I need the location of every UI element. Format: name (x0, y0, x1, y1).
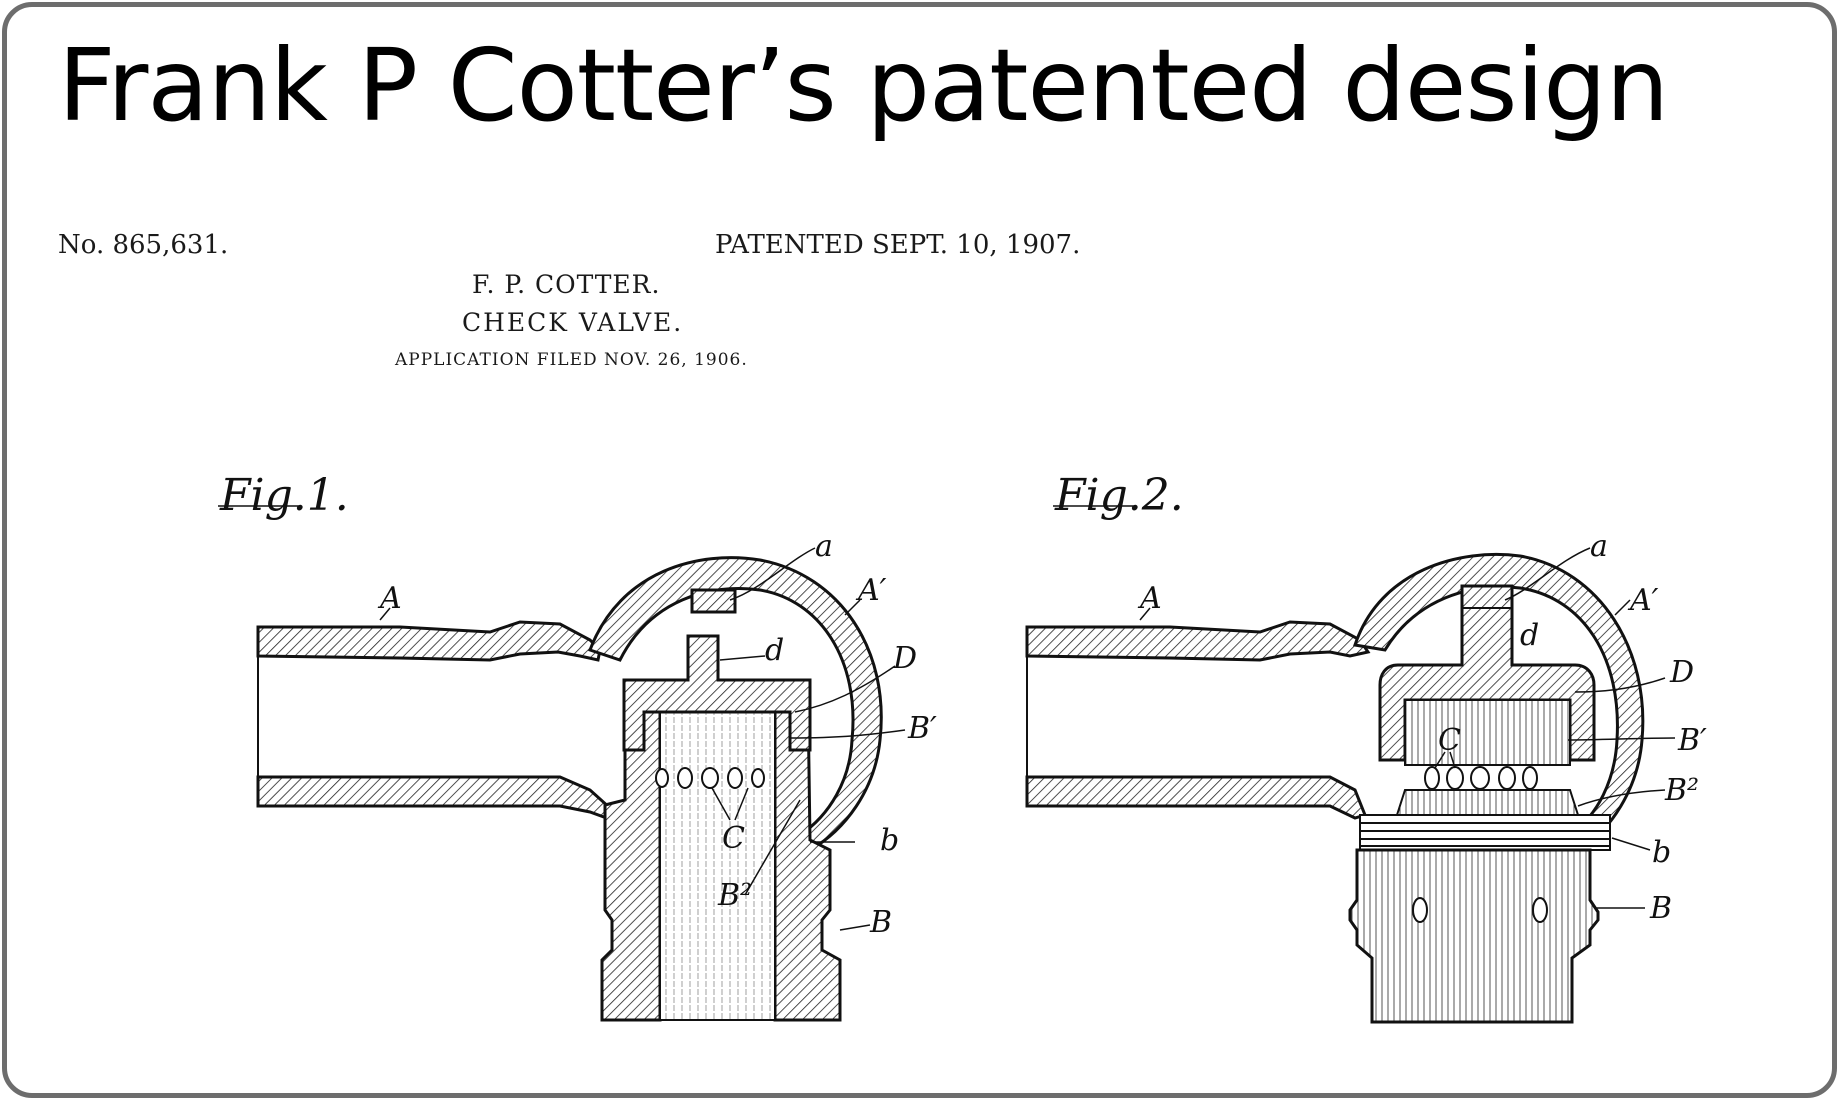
valve-flare-b2 (1395, 789, 1580, 816)
leader-b-body (839, 924, 871, 931)
pipe-a-top-wall (1025, 620, 1371, 662)
label-a-prime: A′ (1627, 583, 1659, 618)
ports-c (1424, 766, 1538, 790)
pipe-a-top-wall (256, 620, 602, 662)
port-hole (1424, 766, 1440, 790)
figure-1-label: Fig.1. (219, 470, 349, 521)
housing-hole (1532, 897, 1548, 923)
leader-c (1434, 751, 1456, 769)
label-b2: B² (717, 878, 752, 913)
leader-c (711, 787, 749, 821)
label-b2: B² (1664, 773, 1699, 808)
figure-2: Fig.2. (1025, 470, 1707, 1024)
label-b-body: B (1649, 891, 1672, 926)
ports-c (655, 767, 765, 789)
port-hole (655, 768, 669, 788)
leader-a-prime (1614, 599, 1631, 616)
leader-a-lug (1504, 547, 1591, 601)
label-b-small: b (880, 823, 899, 858)
leader-b-small (1611, 837, 1651, 851)
leader-a-pipe (1139, 607, 1151, 621)
leader-a-lug (729, 547, 816, 601)
label-a-lug: a (815, 529, 833, 564)
port-hole (1522, 766, 1538, 790)
pipe-a-bottom-wall (1025, 775, 1368, 820)
label-b-prime: B′ (1677, 723, 1707, 758)
port-hole (677, 767, 693, 789)
leader-d-stem (719, 655, 766, 661)
figure-2-label: Fig.2. (1054, 470, 1184, 521)
label-b-body: B (869, 905, 892, 940)
label-a-pipe: A (1137, 581, 1162, 616)
inner-tube (659, 711, 776, 1021)
label-a-pipe: A (377, 581, 402, 616)
label-a-prime: A′ (855, 573, 887, 608)
label-c: C (722, 821, 745, 856)
port-hole (751, 768, 765, 788)
leader-b-prime (789, 729, 906, 739)
label-c: C (1438, 723, 1461, 758)
patent-invention: CHECK VALVE. (462, 308, 684, 337)
label-b-small: b (1652, 835, 1671, 870)
figure-2-callouts: A a A′ d D B′ C B² b B (1137, 529, 1707, 926)
leader-a-prime (844, 599, 861, 616)
port-hole (1470, 766, 1490, 790)
page-title: Frank P Cotter’s patented design (58, 27, 1669, 144)
valve-cylinder-b-prime (1404, 699, 1571, 766)
leader-d-cap (1574, 677, 1666, 693)
leader-b2 (744, 799, 801, 896)
label-d-stem: d (1520, 618, 1539, 653)
label-b-prime: B′ (907, 711, 937, 746)
port-hole (701, 767, 719, 789)
leader-d-cap (794, 665, 896, 713)
label-d-cap: D (1669, 655, 1694, 690)
leader-b-prime (1567, 737, 1676, 741)
figure-1: Fig.1. A a A′ (218, 470, 937, 1022)
patent-inventor: F. P. COTTER. (472, 270, 661, 299)
patent-number: No. 865,631. (58, 230, 229, 260)
threads (1359, 814, 1611, 851)
housing-b-body (1348, 848, 1600, 1024)
housing-b-right-wall (773, 698, 842, 1022)
port-hole (1498, 766, 1516, 790)
patent-date: PATENTED SEPT. 10, 1907. (715, 230, 1081, 260)
label-a-lug: a (1590, 529, 1608, 564)
label-d-cap: D (892, 641, 917, 676)
cap-d (622, 634, 812, 752)
label-d-stem: d (765, 633, 784, 668)
housing-hole (1412, 897, 1428, 923)
port-hole (1446, 766, 1464, 790)
leader-a-pipe (379, 607, 391, 621)
pipe-a-bottom-wall (256, 775, 614, 823)
port-hole (727, 767, 743, 789)
lug-a (690, 588, 737, 614)
patent-filed-date: APPLICATION FILED NOV. 26, 1906. (395, 350, 748, 370)
figure-1-callouts: A a A′ d D B′ C b B² B (377, 529, 937, 940)
leader-b2 (1577, 789, 1666, 807)
thread-band (1359, 814, 1611, 851)
